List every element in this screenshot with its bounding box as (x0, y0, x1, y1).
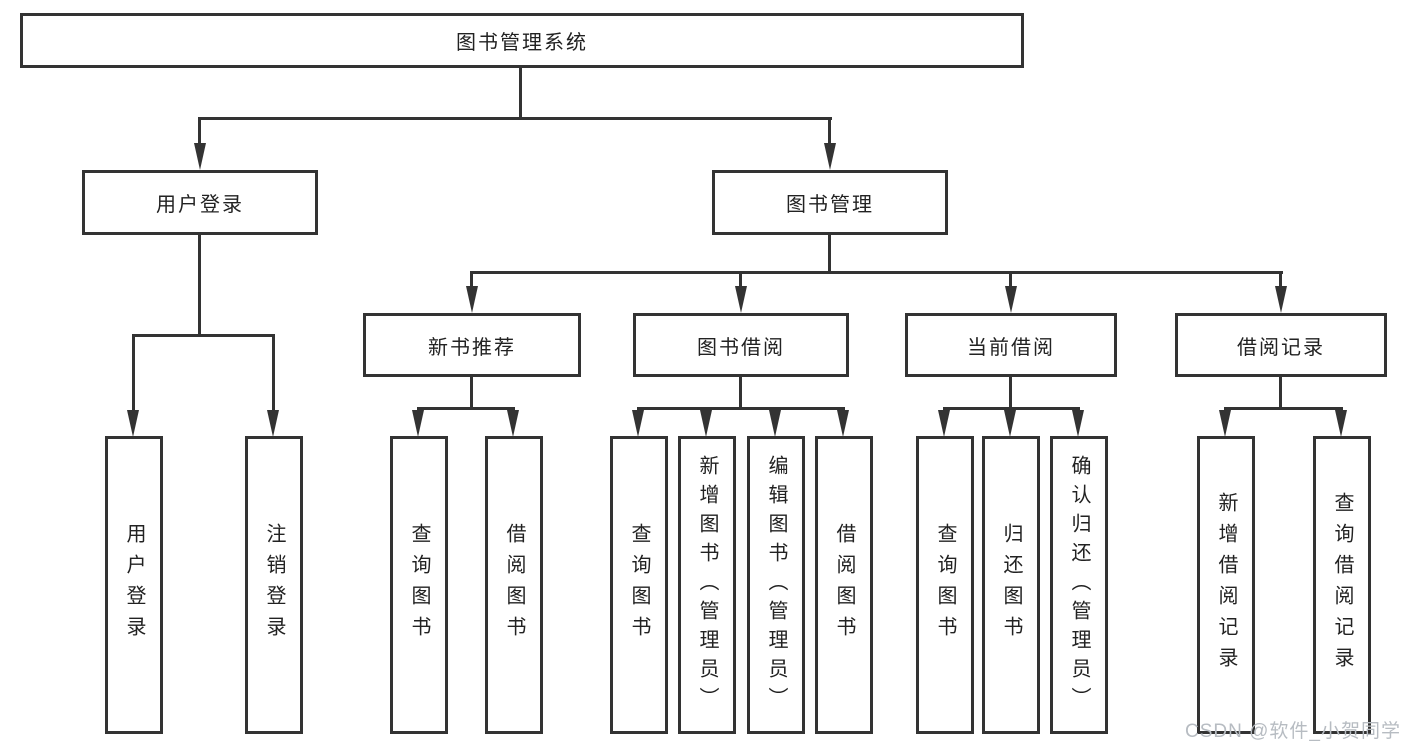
node-borrow-record: 借阅记录 (1175, 313, 1387, 377)
node-book-management: 图书管理 (712, 170, 948, 235)
arrow-down-icon (837, 410, 849, 437)
arrow-down-icon (769, 410, 781, 437)
arrow-down-icon (632, 410, 644, 437)
connector-drop-borrow-record (1279, 271, 1282, 291)
node-current-borrow: 当前借阅 (905, 313, 1117, 377)
node-book-borrow-label: 图书借阅 (697, 336, 785, 359)
leaf-borrow-edit-admin-label: 编辑图书（管理员） (765, 454, 787, 716)
connector-borrow-record-stem (1279, 377, 1282, 409)
connector-root-stem (519, 68, 522, 118)
arrow-down-icon (735, 286, 747, 313)
leaf-borrow-book: 借阅图书 (815, 436, 873, 734)
leaf-current-confirm-admin-label: 确认归还（管理员） (1068, 454, 1090, 716)
arrow-down-icon (194, 143, 206, 170)
connector-drop-current-borrow (1009, 271, 1012, 291)
csdn-watermark: CSDN @软件_小贺同学 (1185, 721, 1401, 742)
arrow-down-icon (267, 410, 279, 437)
connector-current-borrow-stem (1009, 377, 1012, 409)
arrow-down-icon (127, 410, 139, 437)
node-book-management-label: 图书管理 (786, 194, 874, 216)
leaf-borrow-add-admin-label: 新增图书（管理员） (696, 454, 718, 716)
arrow-down-icon (412, 410, 424, 437)
connector-book-mgmt-stem (828, 235, 831, 274)
leaf-borrow-edit-admin: 编辑图书（管理员） (747, 436, 805, 734)
node-root-label: 图书管理系统 (456, 32, 588, 54)
arrow-down-icon (1275, 286, 1287, 313)
connector-drop-new-book (470, 271, 473, 291)
connector-user-login-branch (132, 334, 275, 337)
leaf-record-query-label: 查询借阅记录 (1331, 492, 1353, 678)
connector-new-book-stem (470, 377, 473, 409)
leaf-current-query-label: 查询图书 (934, 523, 956, 647)
arrow-down-icon (1005, 286, 1017, 313)
connector-new-book-branch (417, 407, 515, 410)
leaf-borrow-book-label: 借阅图书 (833, 523, 855, 647)
arrow-down-icon (824, 143, 836, 170)
leaf-logout-label: 注销登录 (263, 523, 285, 647)
connector-drop-leaf-login (132, 334, 135, 412)
node-new-book-recommend: 新书推荐 (363, 313, 581, 377)
connector-drop-book-mgmt (828, 117, 831, 147)
connector-drop-user-login (198, 117, 201, 147)
leaf-record-add: 新增借阅记录 (1197, 436, 1255, 734)
leaf-newbook-borrow-label: 借阅图书 (503, 523, 525, 647)
connector-root-branch (198, 117, 832, 120)
connector-book-borrow-stem (739, 377, 742, 409)
arrow-down-icon (1219, 410, 1231, 437)
arrow-down-icon (700, 410, 712, 437)
arrow-down-icon (1072, 410, 1084, 437)
leaf-newbook-query-label: 查询图书 (408, 523, 430, 647)
arrow-down-icon (1335, 410, 1347, 437)
arrow-down-icon (1004, 410, 1016, 437)
leaf-current-return: 归还图书 (982, 436, 1040, 734)
leaf-record-add-label: 新增借阅记录 (1215, 492, 1237, 678)
arrow-down-icon (466, 286, 478, 313)
leaf-newbook-borrow: 借阅图书 (485, 436, 543, 734)
leaf-newbook-query: 查询图书 (390, 436, 448, 734)
connector-drop-leaf-logout (272, 334, 275, 412)
node-user-login: 用户登录 (82, 170, 318, 235)
connector-drop-book-borrow (739, 271, 742, 291)
connector-borrow-record-branch (1224, 407, 1343, 410)
arrow-down-icon (938, 410, 950, 437)
leaf-record-query: 查询借阅记录 (1313, 436, 1371, 734)
node-user-login-label: 用户登录 (156, 194, 244, 216)
connector-book-borrow-branch (637, 407, 845, 410)
node-borrow-record-label: 借阅记录 (1237, 336, 1325, 359)
leaf-borrow-add-admin: 新增图书（管理员） (678, 436, 736, 734)
leaf-current-confirm-admin: 确认归还（管理员） (1050, 436, 1108, 734)
connector-user-login-stem (198, 235, 201, 335)
arrow-down-icon (507, 410, 519, 437)
connector-book-mgmt-branch (470, 271, 1283, 274)
leaf-user-login: 用户登录 (105, 436, 163, 734)
leaf-logout: 注销登录 (245, 436, 303, 734)
connector-current-borrow-branch (943, 407, 1080, 410)
leaf-borrow-query-label: 查询图书 (628, 523, 650, 647)
node-new-book-recommend-label: 新书推荐 (428, 336, 516, 359)
node-current-borrow-label: 当前借阅 (967, 336, 1055, 359)
leaf-user-login-label: 用户登录 (123, 523, 145, 647)
leaf-current-return-label: 归还图书 (1000, 523, 1022, 647)
leaf-current-query: 查询图书 (916, 436, 974, 734)
leaf-borrow-query: 查询图书 (610, 436, 668, 734)
node-root: 图书管理系统 (20, 13, 1024, 68)
node-book-borrow: 图书借阅 (633, 313, 849, 377)
